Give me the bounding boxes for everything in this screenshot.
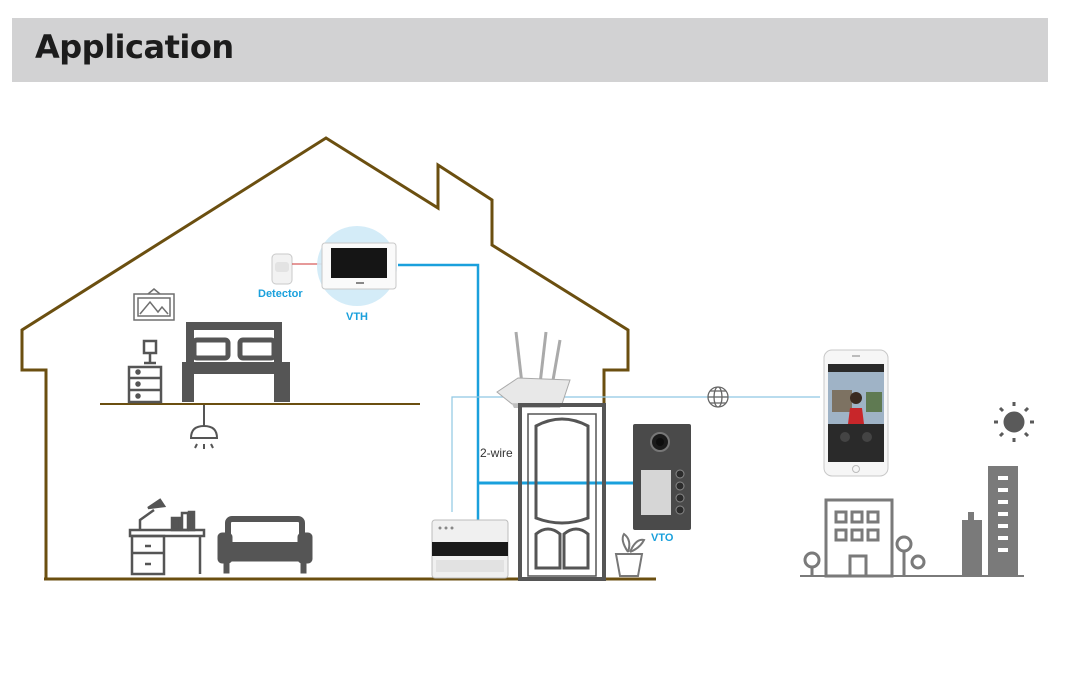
tower-building-icon <box>962 466 1018 576</box>
office-building-icon <box>803 498 926 578</box>
ceiling-lamp-icon <box>189 405 219 449</box>
vth-device <box>317 226 397 306</box>
vth-label: VTH <box>346 311 368 323</box>
wire-label: 2-wire <box>480 446 513 460</box>
internet-line <box>451 396 820 512</box>
nightstand-icon <box>127 339 163 404</box>
sun-icon <box>994 402 1034 442</box>
controller-device <box>431 519 509 579</box>
section-header: Application <box>12 18 1048 82</box>
smartphone-device <box>823 349 889 477</box>
vto-label: VTO <box>651 532 674 544</box>
vto-device <box>633 424 691 530</box>
sofa-icon <box>217 516 313 574</box>
detector-device <box>271 253 322 285</box>
detector-label: Detector <box>258 288 303 300</box>
plant-icon <box>614 532 646 577</box>
router-device <box>496 331 571 408</box>
door-icon <box>518 403 606 581</box>
section-title: Application <box>35 28 234 66</box>
globe-icon <box>707 386 729 408</box>
desk-icon <box>128 498 206 576</box>
cables <box>398 263 820 526</box>
picture-frame-icon <box>133 288 175 321</box>
vth-cable <box>398 263 480 525</box>
bed-icon <box>182 322 290 402</box>
house-outline <box>20 136 630 580</box>
